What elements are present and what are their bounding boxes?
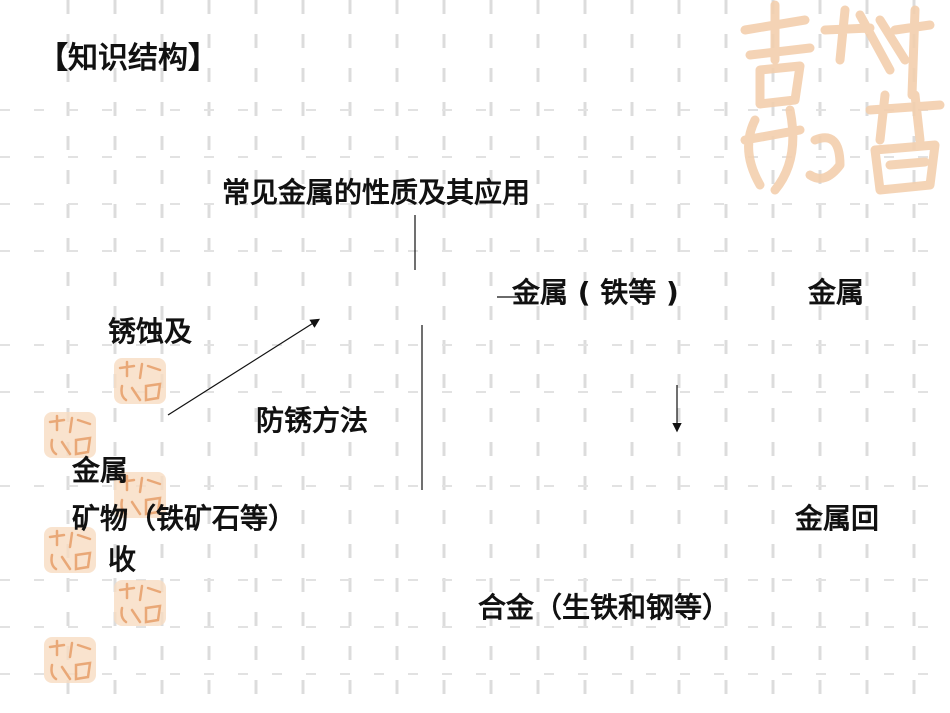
rust-prevention-label: 防锈方法 (256, 404, 369, 437)
recycle-left-label: 收 (108, 543, 137, 576)
auspicious-seal-large-icon (740, 0, 945, 195)
auspicious-seal-small-icon (114, 358, 166, 404)
auspicious-seal-small-icon (44, 637, 96, 683)
center-title: 常见金属的性质及其应用 (222, 176, 531, 209)
recycle-right-label: 金属回 (795, 502, 880, 535)
rust-label: 锈蚀及 (108, 315, 193, 348)
auspicious-seal-small-icon (114, 580, 166, 626)
auspicious-seal-small-icon (44, 412, 96, 458)
auspicious-seal-small-icon (114, 472, 166, 518)
metal-right-label: 金属 (808, 276, 865, 309)
metal-left-label: 金属 (72, 454, 129, 487)
metal-iron-label: 金属 ( 铁等 ) (512, 276, 679, 309)
auspicious-seal-small-icon (44, 527, 96, 573)
diagonal-arrow (167, 318, 321, 416)
slide-heading: 【知识结构】 (38, 41, 218, 76)
alloy-label: 合金（生铁和钢等） (478, 591, 731, 624)
ore-label: 矿物（铁矿石等） (72, 502, 297, 535)
